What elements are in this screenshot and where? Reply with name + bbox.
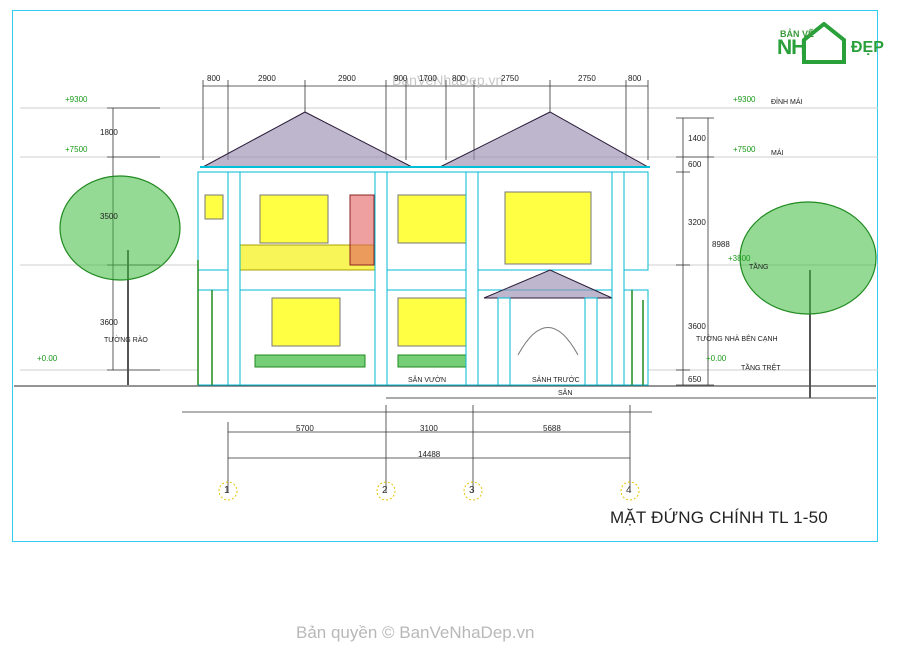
watermark: BanVeNhaDep.vn [392,72,504,88]
columns [227,171,625,386]
level-right-7500: +7500 [733,145,756,154]
upper-floor [197,171,649,271]
dim-right-2: 600 [688,160,702,169]
left-tree [59,175,181,385]
dim-top-6: 800 [452,74,466,83]
dim-top-7: 2750 [501,74,519,83]
level-left-000: +0.00 [37,354,58,363]
label-san: SÂN [558,390,573,397]
brand-logo [774,22,874,68]
copyright-text: Bản quyền © BanVeNhaDep.vn [296,623,535,642]
dim-left-3: 3600 [100,318,118,327]
dim-top-3: 2900 [338,74,356,83]
bamboo-plants [197,260,644,385]
dim-top-9: 800 [628,74,642,83]
dim-right-3: 3200 [688,218,706,227]
dim-top-4: 900 [394,74,408,83]
axis-label-2: 2 [382,485,388,496]
logo-line3: ĐẸP [851,39,884,56]
axis-label-1: 1 [224,485,230,496]
dim-top-8: 2750 [578,74,596,83]
dim-bottom-1: 5700 [296,424,314,433]
label-san-vuon: SÂN VƯỜN [408,377,447,384]
label-sanh-truoc: SẢNH TRƯỚC [532,377,580,384]
dim-right-6: 650 [688,375,702,384]
lower-floor [197,269,649,386]
axis-markers [218,481,640,501]
right-dimension-lines [676,117,714,386]
house-logo-icon [802,22,846,64]
level-right-9300-label: ĐỈNH MÁI [771,99,803,106]
dim-bottom-2: 3100 [420,424,438,433]
level-left-7500: +7500 [65,145,88,154]
label-tuong-nha: TƯỜNG NHÀ BÊN CẠNH [696,336,778,343]
level-right-3800: +3800 [728,254,751,263]
level-right-9300: +9300 [733,95,756,104]
level-left-9300: +9300 [65,95,88,104]
dim-bottom-total: 14488 [418,450,441,459]
bottom-dimension-lines [182,405,652,492]
level-right-000-label: TẦNG TRỆT [741,365,781,372]
dim-right-4: 8988 [712,240,730,249]
level-right-3800-label: TẦNG [749,264,769,271]
top-dimension-lines [202,80,649,160]
dim-top-2: 2900 [258,74,276,83]
dim-right-5: 3600 [688,322,706,331]
dim-top-5: 1700 [419,74,437,83]
roof [200,111,650,168]
dim-left-1: 1800 [100,128,118,137]
logo-line2: NH [777,36,806,59]
level-right-7500-label: MÁI [771,150,784,157]
drawing-frame [12,10,878,542]
drawing-title: MẶT ĐỨNG CHÍNH TL 1-50 [610,508,828,527]
dim-top-1: 800 [207,74,221,83]
axis-label-4: 4 [626,485,632,496]
level-right-000: +0.00 [706,354,727,363]
right-tree [739,201,877,398]
dim-left-2: 3500 [100,212,118,221]
logo-line1: BẢN VẼ [780,29,815,39]
dim-bottom-3: 5688 [543,424,561,433]
label-tuong-rao: TƯỜNG RÀO [104,337,148,344]
dim-right-1: 1400 [688,134,706,143]
axis-label-3: 3 [469,485,475,496]
